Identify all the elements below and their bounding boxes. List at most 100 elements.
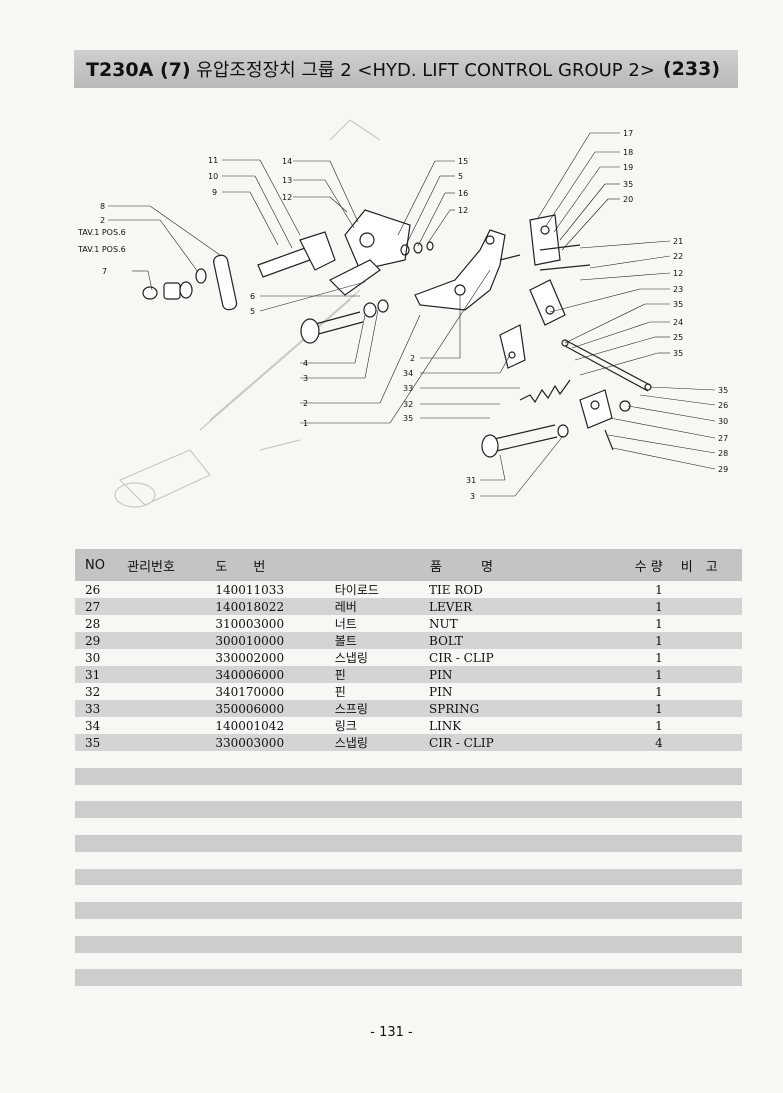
cell-management-number — [126, 885, 203, 902]
cell-management-number — [126, 785, 203, 802]
callout-right-9: 23 — [673, 285, 683, 294]
cell-no — [75, 902, 127, 919]
callout-right-6: 21 — [673, 237, 683, 246]
table-row — [75, 852, 742, 869]
cell-quantity — [581, 902, 667, 919]
cell-remarks — [667, 751, 742, 768]
callout-right-3: 19 — [623, 163, 633, 172]
cell-quantity — [581, 852, 666, 869]
cell-english-name — [429, 953, 581, 970]
cell-english-name: LEVER — [429, 598, 582, 615]
cell-english-name — [429, 868, 582, 886]
cell-quantity — [581, 885, 666, 902]
table-row — [75, 868, 742, 886]
cell-no: 35 — [75, 734, 127, 751]
callout-right-15: 26 — [718, 401, 728, 410]
cell-no: 32 — [85, 684, 101, 699]
page-number: - 131 - — [370, 1025, 413, 1040]
cell-management-number — [126, 969, 204, 987]
cell-drawing-number: 330003000 — [203, 734, 335, 751]
cell-korean-name: 스냅링 — [334, 651, 368, 665]
callout-left-9: 6 — [250, 292, 255, 301]
cell-korean-name: 스냅링 — [334, 734, 430, 751]
callout-left-3: 9 — [212, 188, 217, 197]
cell-drawing-number: 300010000 — [203, 632, 335, 649]
cell-korean-name: 레버 — [334, 598, 430, 615]
callout-mid-14: 3 — [470, 492, 475, 501]
cell-no — [75, 885, 126, 902]
cell-korean-name — [335, 852, 429, 869]
cell-korean-name: 링크 — [334, 719, 357, 733]
cell-drawing-number — [203, 969, 335, 987]
cell-korean-name — [334, 868, 430, 886]
header-part-name: 품 명 — [429, 549, 582, 581]
cell-quantity: 4 — [581, 734, 667, 751]
cell-remarks — [667, 885, 742, 902]
cell-quantity — [581, 818, 666, 835]
callout-mid-4: 15 — [458, 157, 468, 166]
cell-drawing-number — [203, 919, 334, 936]
cell-no: 26 — [85, 582, 101, 597]
table-row — [75, 953, 742, 970]
table-row — [75, 969, 742, 987]
callout-mid-10: 33 — [403, 384, 413, 393]
cell-korean-name — [335, 919, 429, 936]
callout-right-14: 35 — [718, 386, 728, 395]
cell-korean-name: 핀 — [334, 666, 430, 683]
cell-quantity — [581, 801, 667, 819]
cell-management-number — [126, 581, 203, 598]
cell-drawing-number: 310003000 — [215, 616, 285, 631]
cell-remarks — [666, 801, 742, 819]
cell-remarks — [666, 935, 742, 953]
header-name-spacer — [334, 549, 430, 581]
cell-korean-name: 스프링 — [334, 700, 430, 717]
cell-english-name — [429, 852, 581, 869]
cell-management-number — [126, 700, 204, 717]
callout-right-16: 30 — [718, 417, 728, 426]
cell-management-number — [126, 683, 203, 700]
page-header-bar: T230A (7) 유압조정장치 그룹 2 <HYD. LIFT CONTROL… — [74, 50, 738, 88]
cell-english-name — [429, 801, 582, 819]
cell-korean-name: 너트 — [334, 617, 357, 631]
cell-drawing-number — [203, 953, 334, 970]
table-row — [75, 801, 742, 819]
cell-drawing-number — [203, 902, 335, 919]
background-ghost-drawing — [114, 119, 381, 508]
page-title: T230A (7) 유압조정장치 그룹 2 <HYD. LIFT CONTROL… — [86, 56, 655, 82]
table-row — [75, 935, 742, 953]
cell-english-name — [429, 785, 581, 802]
cell-english-name: NUT — [429, 616, 458, 631]
cell-quantity — [581, 785, 666, 802]
callout-mid-2: 13 — [282, 176, 292, 185]
cell-management-number — [126, 598, 204, 615]
cell-english-name — [429, 935, 582, 953]
callout-mid-5: 5 — [458, 172, 463, 181]
cell-management-number — [126, 632, 204, 649]
cell-no — [75, 751, 126, 768]
cell-drawing-number — [203, 834, 335, 852]
callout-left-6: TAV.1 POS.6 — [77, 228, 126, 237]
page-reference: (233) — [662, 58, 720, 80]
cell-no — [75, 785, 126, 802]
cell-drawing-number — [203, 767, 335, 785]
cell-no: 34 — [85, 718, 101, 733]
cell-korean-name — [334, 767, 430, 785]
cell-english-name — [429, 767, 582, 785]
cell-no: 33 — [75, 700, 127, 717]
cell-remarks — [667, 919, 742, 936]
cell-no: 31 — [75, 666, 127, 683]
cell-remarks — [667, 818, 742, 835]
cell-management-number — [126, 751, 203, 768]
cell-korean-name: 핀 — [334, 685, 346, 699]
cell-english-name — [429, 751, 581, 768]
callout-left-2: 10 — [208, 172, 218, 181]
cell-remarks — [667, 717, 742, 734]
cell-quantity — [581, 834, 667, 852]
callout-right-1: 17 — [623, 129, 633, 138]
cell-remarks — [666, 734, 742, 751]
cell-english-name — [429, 902, 582, 919]
